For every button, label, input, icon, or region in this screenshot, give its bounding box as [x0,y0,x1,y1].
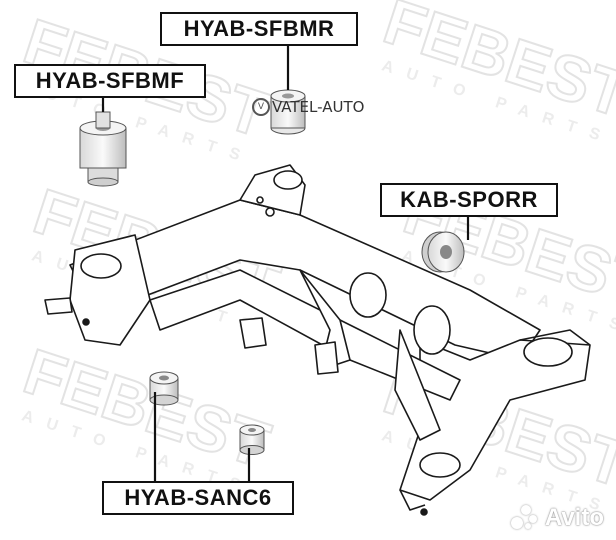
bushing-sfbmf [79,111,127,187]
bushing-sanc6-top [149,371,179,406]
leader-lines [101,46,470,481]
seller-logo-icon: V [252,98,270,116]
bushing-sanc6-bottom [239,424,265,455]
part-label-hyab-sfbmf: HYAB-SFBMF [14,64,206,98]
part-label-kab-sporr: KAB-SPORR [380,183,558,217]
part-label-hyab-sanc6: HYAB-SANC6 [102,481,294,515]
avito-logo-icon [510,505,541,531]
subframe-drawing [44,164,591,516]
avito-watermark: Avito [510,504,604,532]
bushing-sfbmr [270,89,306,135]
avito-watermark-text: Avito [544,504,604,531]
seller-watermark-text: VATEL-AUTO [272,98,365,116]
part-label-hyab-sfbmr: HYAB-SFBMR [160,12,358,46]
bushing-sporr [421,231,465,273]
seller-watermark: V VATEL-AUTO [252,98,364,116]
